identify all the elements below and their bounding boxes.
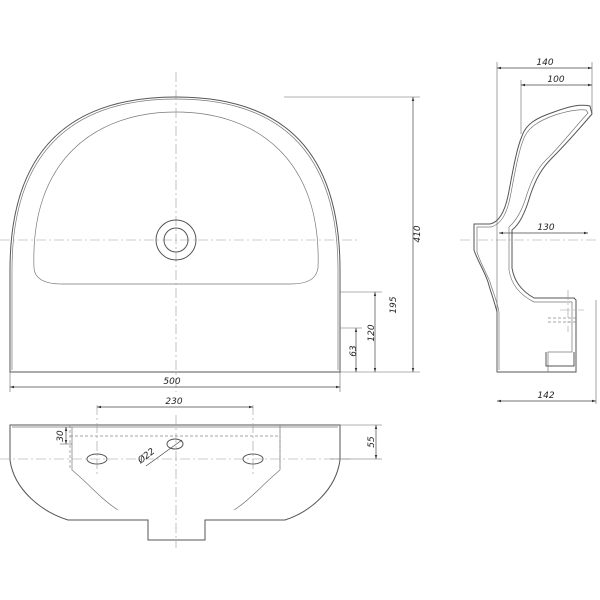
basin-outline (9, 96, 341, 373)
side-profile-inner (476, 109, 589, 372)
dim-label-bowl-depth: 130 (537, 223, 554, 233)
dim-label-top-depth: 140 (536, 58, 553, 68)
tap-hole-center (166, 438, 184, 450)
bottom-hidden-deck (69, 425, 281, 470)
drain-inner (163, 227, 189, 253)
side-fixing-block (545, 352, 575, 367)
dim-label-inner-depth: 100 (547, 75, 564, 85)
basin-rim (11, 98, 339, 370)
dim-label-base-depth: 142 (537, 391, 554, 401)
dim-label-depth: 55 (367, 436, 377, 448)
side-view: 140 100 130 142 (460, 58, 598, 404)
bottom-bowl (71, 427, 281, 511)
dim-label-h195: 195 (389, 296, 399, 313)
bottom-outline (9, 424, 341, 541)
dim-label-offset: 30 (56, 430, 66, 442)
dim-label-hole-diameter: Ø22 (135, 446, 157, 467)
bottom-view: 230 55 30 Ø22 (0, 397, 382, 548)
drain-outer (155, 219, 197, 261)
dim-label-hole-spacing: 230 (165, 397, 182, 407)
dim-label-h63: 63 (349, 345, 359, 357)
dim-label-height: 410 (413, 225, 423, 242)
front-view: 410 195 120 63 500 (0, 72, 423, 392)
dim-label-width: 500 (163, 377, 180, 387)
bowl-inner (33, 111, 319, 285)
side-profile-outer (473, 104, 593, 373)
dim-label-h120: 120 (367, 324, 377, 341)
